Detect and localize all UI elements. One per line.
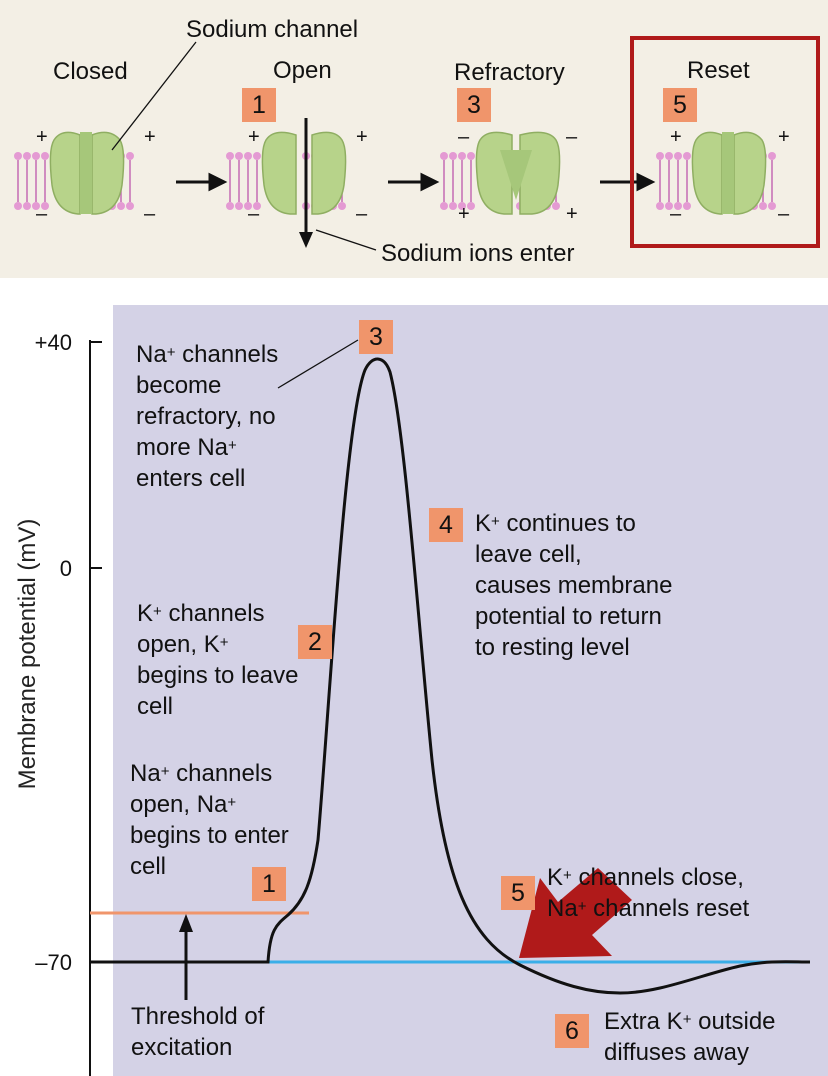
state-label-open: Open bbox=[273, 57, 332, 84]
reset-highlight-box bbox=[630, 36, 820, 248]
step4-line4: potential to return bbox=[475, 603, 662, 630]
step1-line3: begins to enter bbox=[130, 822, 289, 849]
sign-open-top-right: + bbox=[356, 126, 368, 148]
sodium-channel-label: Sodium channel bbox=[186, 16, 359, 43]
state-badge-refractory: 3 bbox=[457, 88, 491, 122]
sign-refractory-top-right: – bbox=[566, 126, 578, 148]
red-highlight-arrow bbox=[519, 868, 632, 958]
step-badge-4: 4 bbox=[429, 508, 463, 542]
sign-reset-bottom-left: – bbox=[670, 203, 682, 225]
sign-closed-top-right: + bbox=[144, 126, 156, 148]
state-label-closed: Closed bbox=[53, 58, 128, 85]
channel-protein-closed bbox=[49, 131, 125, 215]
action-potential-curve bbox=[90, 357, 811, 995]
step-badge-3: 3 bbox=[359, 320, 393, 354]
step2-line1: K+ channels bbox=[137, 600, 265, 627]
sign-refractory-bottom-left: + bbox=[458, 203, 470, 225]
membrane-open bbox=[225, 131, 347, 215]
channel-states-drawing bbox=[13, 41, 777, 251]
channel-protein-reset bbox=[691, 131, 767, 215]
step3-line5: enters cell bbox=[136, 465, 246, 492]
sign-open-bottom-left: – bbox=[248, 203, 260, 225]
sign-closed-top-left: + bbox=[36, 126, 48, 148]
state-label-reset: Reset bbox=[687, 57, 750, 84]
step3-leader bbox=[277, 339, 359, 389]
step3-line3: refractory, no bbox=[136, 403, 276, 430]
threshold-label-line1: Threshold of bbox=[131, 1003, 265, 1030]
step1-line2: open, Na+ bbox=[130, 791, 237, 818]
graph-background bbox=[113, 305, 828, 1076]
y-tick-label-40: +40 bbox=[34, 330, 72, 355]
step4-line3: causes membrane bbox=[475, 572, 673, 599]
step1-line4: cell bbox=[130, 853, 167, 880]
channel-states-panel bbox=[0, 0, 828, 278]
sign-reset-top-right: + bbox=[778, 126, 790, 148]
membrane-reset bbox=[655, 131, 777, 215]
step4-line2: leave cell, bbox=[475, 541, 582, 568]
step-badge-1: 1 bbox=[252, 867, 286, 901]
step3-line1: Na+ channels bbox=[136, 341, 279, 368]
step2-line3: begins to leave bbox=[137, 662, 299, 689]
step4-line5: to resting level bbox=[475, 634, 630, 661]
state-badge-reset: 5 bbox=[663, 88, 697, 122]
step6-line1: Extra K+ outside bbox=[604, 1008, 776, 1035]
sodium-ions-arrow bbox=[299, 118, 377, 251]
sign-reset-bottom-right: – bbox=[778, 203, 790, 225]
step3-line4: more Na+ bbox=[136, 434, 237, 461]
sign-refractory-bottom-right: + bbox=[566, 203, 578, 225]
step5-line2: Na+ channels reset bbox=[547, 895, 750, 922]
y-tick-label-minus70: –70 bbox=[35, 950, 72, 975]
sodium-channel-leader bbox=[111, 41, 197, 151]
step1-line1: Na+ channels bbox=[130, 760, 273, 787]
step-badge-5: 5 bbox=[501, 876, 535, 910]
sign-closed-bottom-left: – bbox=[36, 203, 48, 225]
state-label-refractory: Refractory bbox=[454, 59, 565, 86]
threshold-arrow bbox=[179, 914, 193, 1000]
channel-protein-open bbox=[261, 131, 347, 215]
sign-open-top-left: + bbox=[248, 126, 260, 148]
state-badge-open: 1 bbox=[242, 88, 276, 122]
y-axis-label: Membrane potential (mV) bbox=[14, 518, 41, 790]
step2-line2: open, K+ bbox=[137, 631, 229, 658]
step4-line1: K+ continues to bbox=[475, 510, 636, 537]
sodium-ions-enter-label: Sodium ions enter bbox=[381, 240, 575, 267]
step-badge-2: 2 bbox=[298, 625, 332, 659]
y-tick-label-0: 0 bbox=[59, 556, 72, 581]
sign-closed-bottom-right: – bbox=[144, 203, 156, 225]
membrane-refractory bbox=[439, 131, 561, 215]
step-badge-6: 6 bbox=[555, 1014, 589, 1048]
step5-line1: K+ channels close, bbox=[547, 864, 744, 891]
sign-reset-top-left: + bbox=[670, 126, 682, 148]
step6-line2: diffuses away bbox=[604, 1039, 749, 1066]
step2-line4: cell bbox=[137, 693, 174, 720]
membrane-closed bbox=[13, 131, 135, 215]
sign-open-bottom-right: – bbox=[356, 203, 368, 225]
sign-refractory-top-left: – bbox=[458, 126, 470, 148]
step3-line2: become bbox=[136, 372, 222, 399]
threshold-label-line2: excitation bbox=[131, 1034, 233, 1061]
channel-protein-refractory bbox=[475, 131, 561, 215]
